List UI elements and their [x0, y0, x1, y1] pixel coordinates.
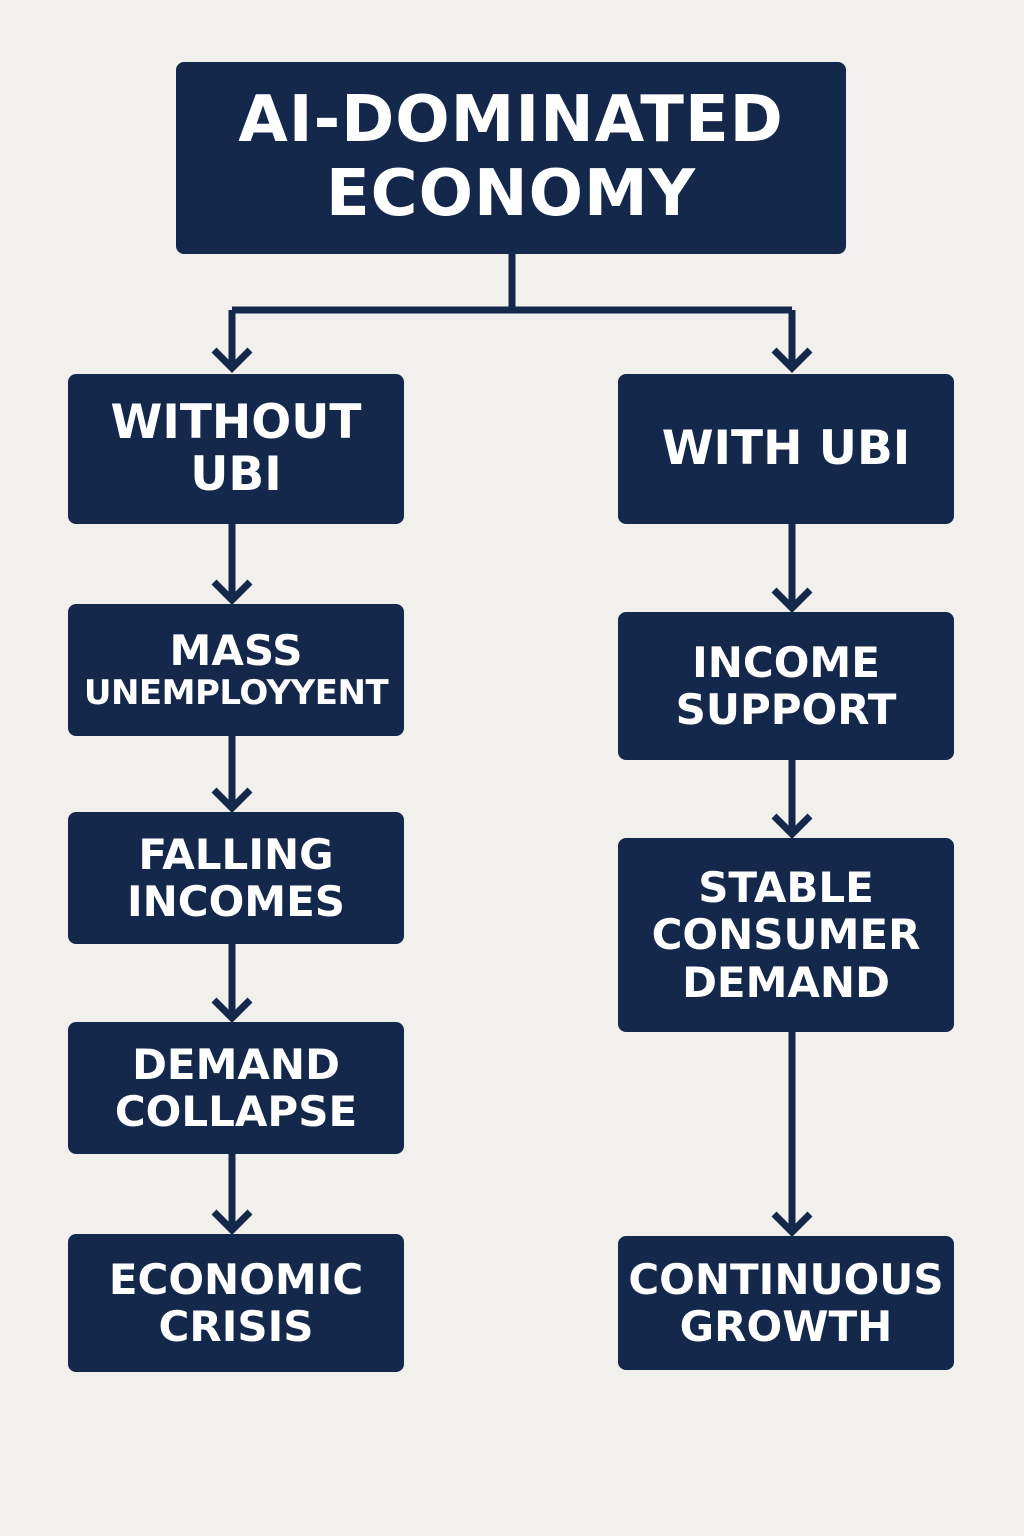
step-label-line: DEMAND [132, 1039, 340, 1089]
arrowhead [211, 1209, 253, 1235]
step-label-line: COLLAPSE [114, 1087, 358, 1136]
arrowhead [211, 787, 253, 813]
step-economic-crisis: ECONOMIC CRISIS [68, 1234, 404, 1372]
branch-label-line: WITH UBI [661, 421, 911, 477]
step-label-line: INCOME [692, 637, 880, 687]
step-label-line: DEMAND [682, 957, 890, 1007]
step-label-line: CONTINUOUS [628, 1254, 944, 1304]
arrowhead [211, 347, 253, 373]
step-label-line: MASS [169, 626, 303, 676]
root-node-line: AI-DOMINATED [238, 83, 784, 158]
arrowhead [211, 579, 253, 605]
arrowhead [211, 997, 253, 1023]
step-falling-incomes: FALLING INCOMES [68, 812, 404, 944]
step-label-line: SUPPORT [675, 685, 897, 734]
arrowhead [771, 587, 813, 613]
step-continuous-growth: CONTINUOUS GROWTH [618, 1236, 954, 1370]
branch-label-line: UBI [190, 447, 282, 502]
arrowhead [771, 813, 813, 839]
arrowhead [771, 1211, 813, 1237]
branch-without-ubi: WITHOUT UBI [68, 374, 404, 524]
step-label-line: CONSUMER [651, 910, 921, 960]
step-label-line: ECONOMIC [108, 1254, 364, 1304]
step-stable-consumer-demand: STABLE CONSUMER DEMAND [618, 838, 954, 1032]
step-label-line: GROWTH [679, 1302, 893, 1351]
step-mass-unemployment: MASS UNEMPLOYYENT [68, 604, 404, 736]
root-node: AI-DOMINATED ECONOMY [176, 62, 846, 254]
step-label-line: UNEMPLOYYENT [83, 673, 389, 714]
step-label-line: FALLING [138, 829, 334, 879]
step-demand-collapse: DEMAND COLLAPSE [68, 1022, 404, 1154]
branch-with-ubi: WITH UBI [618, 374, 954, 524]
root-node-line: ECONOMY [325, 157, 697, 231]
step-label-line: STABLE [698, 863, 874, 913]
arrowhead [771, 347, 813, 373]
step-income-support: INCOME SUPPORT [618, 612, 954, 760]
step-label-line: CRISIS [158, 1302, 314, 1351]
step-label-line: INCOMES [126, 877, 346, 926]
branch-label-line: WITHOUT [110, 395, 362, 451]
